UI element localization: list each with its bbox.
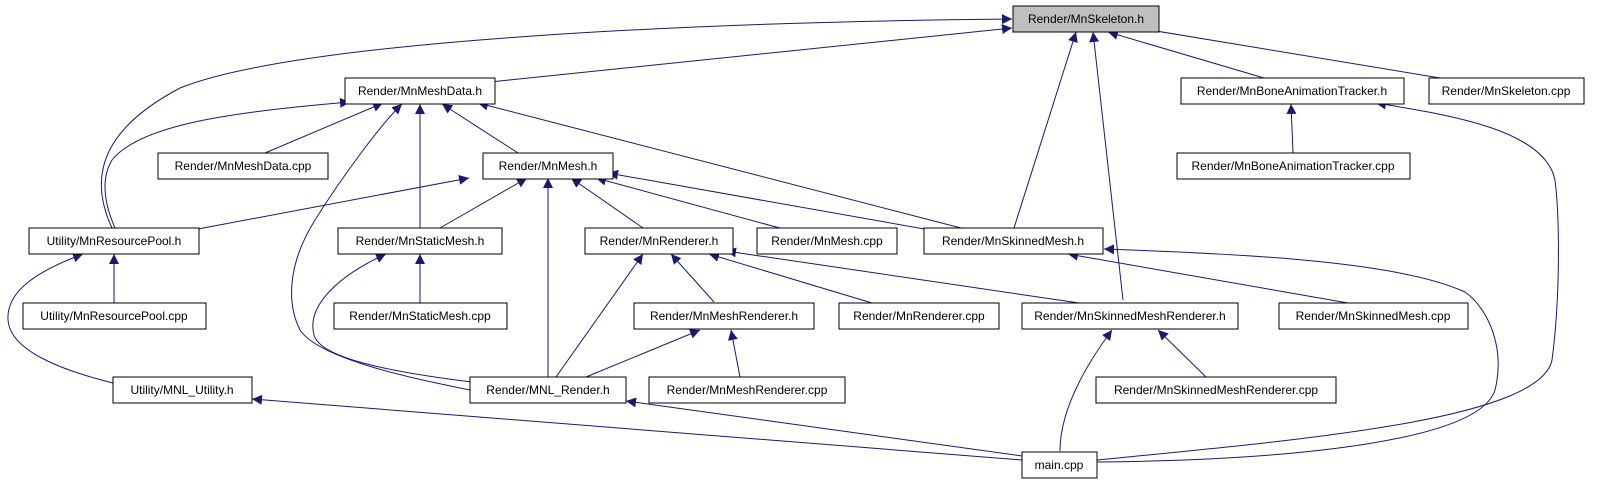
svg-text:Render/MnMeshRenderer.h: Render/MnMeshRenderer.h xyxy=(650,309,798,323)
node-staticmesh-cpp[interactable]: Render/MnStaticMesh.cpp xyxy=(333,302,508,330)
edge-resourcepool-to-meshdata xyxy=(104,97,351,229)
svg-text:Render/MnBoneAnimationTracker.: Render/MnBoneAnimationTracker.h xyxy=(1197,84,1387,98)
edge-skinnedmesh-h-to-meshdata xyxy=(477,100,962,229)
svg-text:Render/MnMeshData.h: Render/MnMeshData.h xyxy=(358,84,482,98)
edge-mnl-utility-to-resourcepool xyxy=(7,252,114,384)
node-renderer-h[interactable]: Render/MnRenderer.h xyxy=(584,227,734,255)
edge-mnl-render-to-renderer-h xyxy=(555,253,644,378)
edge-mnl-render-to-meshdata xyxy=(291,103,471,391)
edge-main-to-bone-tracker-h xyxy=(1096,99,1559,461)
svg-text:Utility/MnResourcePool.cpp: Utility/MnResourcePool.cpp xyxy=(40,309,188,323)
node-skinned-renderer-cpp[interactable]: Render/MnSkinnedMeshRenderer.cpp xyxy=(1095,376,1337,404)
svg-text:Render/MnSkinnedMeshRenderer.h: Render/MnSkinnedMeshRenderer.h xyxy=(1034,309,1225,323)
svg-text:Render/MnSkinnedMesh.cpp: Render/MnSkinnedMesh.cpp xyxy=(1296,309,1451,323)
edge-main-to-skinnedmesh-h xyxy=(1096,244,1499,463)
svg-text:Render/MnMeshData.cpp: Render/MnMeshData.cpp xyxy=(175,159,312,173)
edge-renderer-h-to-mesh xyxy=(570,177,644,229)
edge-renderer-cpp-to-renderer-h xyxy=(708,252,873,304)
edge-mnl-render-to-staticmesh-h xyxy=(312,253,473,383)
edge-skinned-renderer-h-to-skeleton xyxy=(1089,31,1124,301)
edge-meshrenderer-cpp-to-meshrenderer-h xyxy=(727,329,741,378)
edge-mesh-h-to-meshdata xyxy=(441,103,519,154)
edge-skinned-renderer-h-to-renderer-h xyxy=(725,247,1080,304)
edge-mnl-render-to-meshrenderer-h xyxy=(585,329,701,378)
svg-text:Render/MNL_Render.h: Render/MNL_Render.h xyxy=(486,383,609,397)
svg-text:Render/MnStaticMesh.cpp: Render/MnStaticMesh.cpp xyxy=(349,309,491,323)
node-skinned-renderer-h[interactable]: Render/MnSkinnedMeshRenderer.h xyxy=(1021,302,1239,330)
node-bone-tracker-h[interactable]: Render/MnBoneAnimationTracker.h xyxy=(1180,77,1405,105)
edge-meshrenderer-h-to-renderer-h xyxy=(670,253,715,303)
edges xyxy=(7,14,1559,463)
edge-main-to-mnl-render xyxy=(625,397,1023,457)
node-resourcepool-h[interactable]: Utility/MnResourcePool.h xyxy=(28,227,200,255)
edge-skinnedmesh-cpp-to-skinnedmesh-h xyxy=(1067,250,1349,304)
edge-skinned-renderer-cpp-to-skinned-renderer-h xyxy=(1157,329,1207,378)
node-meshrenderer-h[interactable]: Render/MnMeshRenderer.h xyxy=(633,302,815,330)
node-mnl-utility-h[interactable]: Utility/MNL_Utility.h xyxy=(112,376,253,404)
edge-bone-tracker-cpp-to-bone-tracker-h xyxy=(1286,103,1297,154)
edge-resourcepool-to-mesh xyxy=(197,174,470,230)
edge-resourcepool-to-skeleton xyxy=(100,14,1013,229)
edge-bone-tracker-h-to-skeleton xyxy=(1107,30,1265,79)
node-skinnedmesh-h[interactable]: Render/MnSkinnedMesh.h xyxy=(923,227,1104,255)
svg-text:Render/MnSkeleton.h: Render/MnSkeleton.h xyxy=(1028,12,1144,26)
svg-text:Utility/MNL_Utility.h: Utility/MNL_Utility.h xyxy=(130,383,233,397)
svg-text:Render/MnMeshRenderer.cpp: Render/MnMeshRenderer.cpp xyxy=(667,383,828,397)
node-bone-tracker-cpp[interactable]: Render/MnBoneAnimationTracker.cpp xyxy=(1176,152,1411,180)
node-meshdata-h[interactable]: Render/MnMeshData.h xyxy=(344,77,496,105)
svg-text:Utility/MnResourcePool.h: Utility/MnResourcePool.h xyxy=(47,234,182,248)
svg-text:main.cpp: main.cpp xyxy=(1035,458,1084,472)
svg-text:Render/MnStaticMesh.h: Render/MnStaticMesh.h xyxy=(356,234,485,248)
edge-main-to-mnl-utility xyxy=(251,394,1023,461)
node-meshrenderer-cpp[interactable]: Render/MnMeshRenderer.cpp xyxy=(648,376,846,404)
svg-text:Render/MnRenderer.cpp: Render/MnRenderer.cpp xyxy=(853,309,985,323)
svg-text:Render/MnSkinnedMeshRenderer.c: Render/MnSkinnedMeshRenderer.cpp xyxy=(1114,383,1318,397)
node-skinnedmesh-cpp[interactable]: Render/MnSkinnedMesh.cpp xyxy=(1278,302,1469,330)
edge-skinnedmesh-h-to-mesh xyxy=(607,169,931,231)
node-main-cpp[interactable]: main.cpp xyxy=(1021,451,1098,479)
node-mesh-h[interactable]: Render/MnMesh.h xyxy=(482,152,614,180)
svg-text:Render/MnMesh.cpp: Render/MnMesh.cpp xyxy=(771,234,883,248)
svg-text:Render/MnSkeleton.cpp: Render/MnSkeleton.cpp xyxy=(1442,84,1571,98)
edge-mesh-cpp-to-mesh xyxy=(595,175,788,231)
node-staticmesh-h[interactable]: Render/MnStaticMesh.h xyxy=(337,227,503,255)
edge-meshdata-cpp-to-meshdata xyxy=(264,102,384,154)
node-mesh-cpp[interactable]: Render/MnMesh.cpp xyxy=(756,227,898,255)
node-meshdata-cpp[interactable]: Render/MnMeshData.cpp xyxy=(157,152,329,180)
svg-text:Render/MnBoneAnimationTracker.: Render/MnBoneAnimationTracker.cpp xyxy=(1192,159,1395,173)
svg-text:Render/MnRenderer.h: Render/MnRenderer.h xyxy=(600,234,719,248)
node-skeleton-cpp[interactable]: Render/MnSkeleton.cpp xyxy=(1428,77,1585,105)
node-resourcepool-cpp[interactable]: Utility/MnResourcePool.cpp xyxy=(22,302,207,330)
edge-main-to-skinned-renderer-h xyxy=(1059,329,1113,452)
svg-text:Render/MnSkinnedMesh.h: Render/MnSkinnedMesh.h xyxy=(942,234,1084,248)
svg-text:Render/MnMesh.h: Render/MnMesh.h xyxy=(499,159,598,173)
node-renderer-cpp[interactable]: Render/MnRenderer.cpp xyxy=(838,302,1000,330)
edge-staticmesh-h-to-mesh xyxy=(439,177,528,229)
node-mnl-render-h[interactable]: Render/MNL_Render.h xyxy=(469,376,627,404)
edge-meshdata-to-skeleton xyxy=(489,24,1013,83)
edge-skeleton-cpp-to-skeleton xyxy=(1125,22,1441,79)
node-skeleton-h[interactable]: Render/MnSkeleton.h xyxy=(1012,5,1160,33)
edge-skinnedmesh-h-to-skeleton xyxy=(1013,31,1078,229)
